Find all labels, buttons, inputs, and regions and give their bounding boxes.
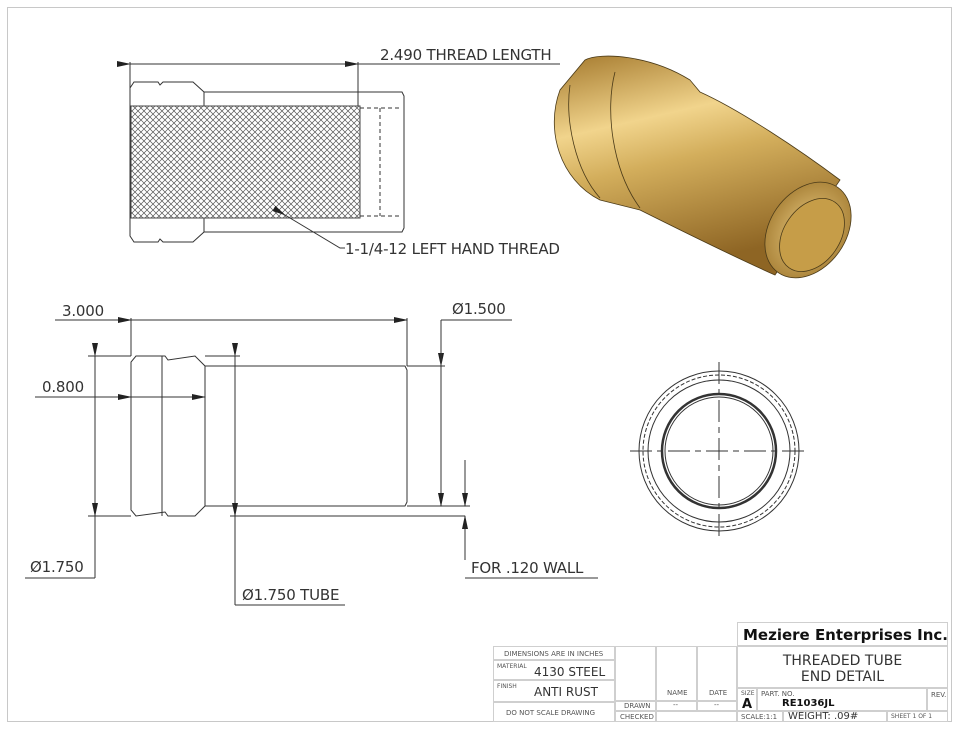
size-label: SIZE xyxy=(741,690,755,697)
checked-blank-cell xyxy=(656,711,737,722)
units-cell: DIMENSIONS ARE IN INCHES xyxy=(493,646,615,660)
end-view xyxy=(630,362,808,540)
part-no-value: RE1036JL xyxy=(782,698,835,709)
outer-diameter-label: Ø1.750 xyxy=(30,558,84,576)
checked-cell: CHECKED xyxy=(615,711,656,722)
thread-callout-label: 1-1/4-12 LEFT HAND THREAD xyxy=(345,240,560,258)
grid-cell: DATE xyxy=(697,646,737,702)
drawn-date: -- xyxy=(714,701,720,709)
drawn-name-cell: -- xyxy=(656,700,697,711)
scale-label: SCALE:1:1 xyxy=(741,713,778,721)
size-cell: SIZE A xyxy=(737,688,757,712)
drawn-cell: DRAWN xyxy=(615,700,656,711)
end-diameter-label: Ø1.500 xyxy=(452,300,506,318)
rev-cell: REV. xyxy=(927,688,948,711)
sheet-cell: SHEET 1 OF 1 xyxy=(887,711,948,722)
drawn-name: -- xyxy=(673,701,679,709)
drawing-sheet-border xyxy=(7,7,952,722)
date-header: DATE xyxy=(709,689,728,697)
overall-length-label: 3.000 xyxy=(62,302,104,320)
title-line-2: END DETAIL xyxy=(800,669,885,685)
finish-value: ANTI RUST xyxy=(534,685,598,699)
grid-cell xyxy=(615,646,656,702)
units-note: DIMENSIONS ARE IN INCHES xyxy=(504,650,604,658)
part-no-label: PART. NO. xyxy=(761,690,795,698)
wall-note-label: FOR .120 WALL xyxy=(471,559,584,577)
isometric-view xyxy=(553,55,852,279)
name-header: NAME xyxy=(667,689,688,697)
scale-note: DO NOT SCALE DRAWING xyxy=(506,709,596,717)
finish-label: FINISH xyxy=(497,683,517,690)
part-no-cell: PART. NO. RE1036JL xyxy=(757,688,927,711)
finish-cell: FINISH ANTI RUST xyxy=(493,680,615,702)
drawn-label: DRAWN xyxy=(624,702,651,710)
title-cell: THREADED TUBE END DETAIL xyxy=(737,646,948,688)
scale-cell: SCALE:1:1 xyxy=(737,711,783,722)
material-value: 4130 STEEL xyxy=(534,665,606,679)
top-view-threaded xyxy=(117,61,560,249)
title-line-1: THREADED TUBE xyxy=(782,653,903,669)
weight-label: WEIGHT: .09# xyxy=(788,711,859,722)
checked-label: CHECKED xyxy=(620,713,654,721)
collar-length-label: 0.800 xyxy=(42,378,84,396)
material-label: MATERIAL xyxy=(497,663,527,670)
sheet-label: SHEET 1 OF 1 xyxy=(891,713,933,720)
drawn-date-cell: -- xyxy=(697,700,737,711)
weight-cell: WEIGHT: .09# xyxy=(783,711,887,722)
company-name: Meziere Enterprises Inc. xyxy=(743,626,948,644)
thread-length-label: 2.490 THREAD LENGTH xyxy=(380,46,552,64)
rev-label: REV. xyxy=(931,691,947,699)
size-value: A xyxy=(742,697,753,712)
tube-diameter-label: Ø1.750 TUBE xyxy=(242,586,340,604)
scale-note-cell: DO NOT SCALE DRAWING xyxy=(493,702,615,722)
material-cell: MATERIAL 4130 STEEL xyxy=(493,660,615,680)
grid-cell: NAME xyxy=(656,646,697,702)
side-view-dimensions xyxy=(25,317,598,606)
company-cell: Meziere Enterprises Inc. xyxy=(737,622,948,646)
